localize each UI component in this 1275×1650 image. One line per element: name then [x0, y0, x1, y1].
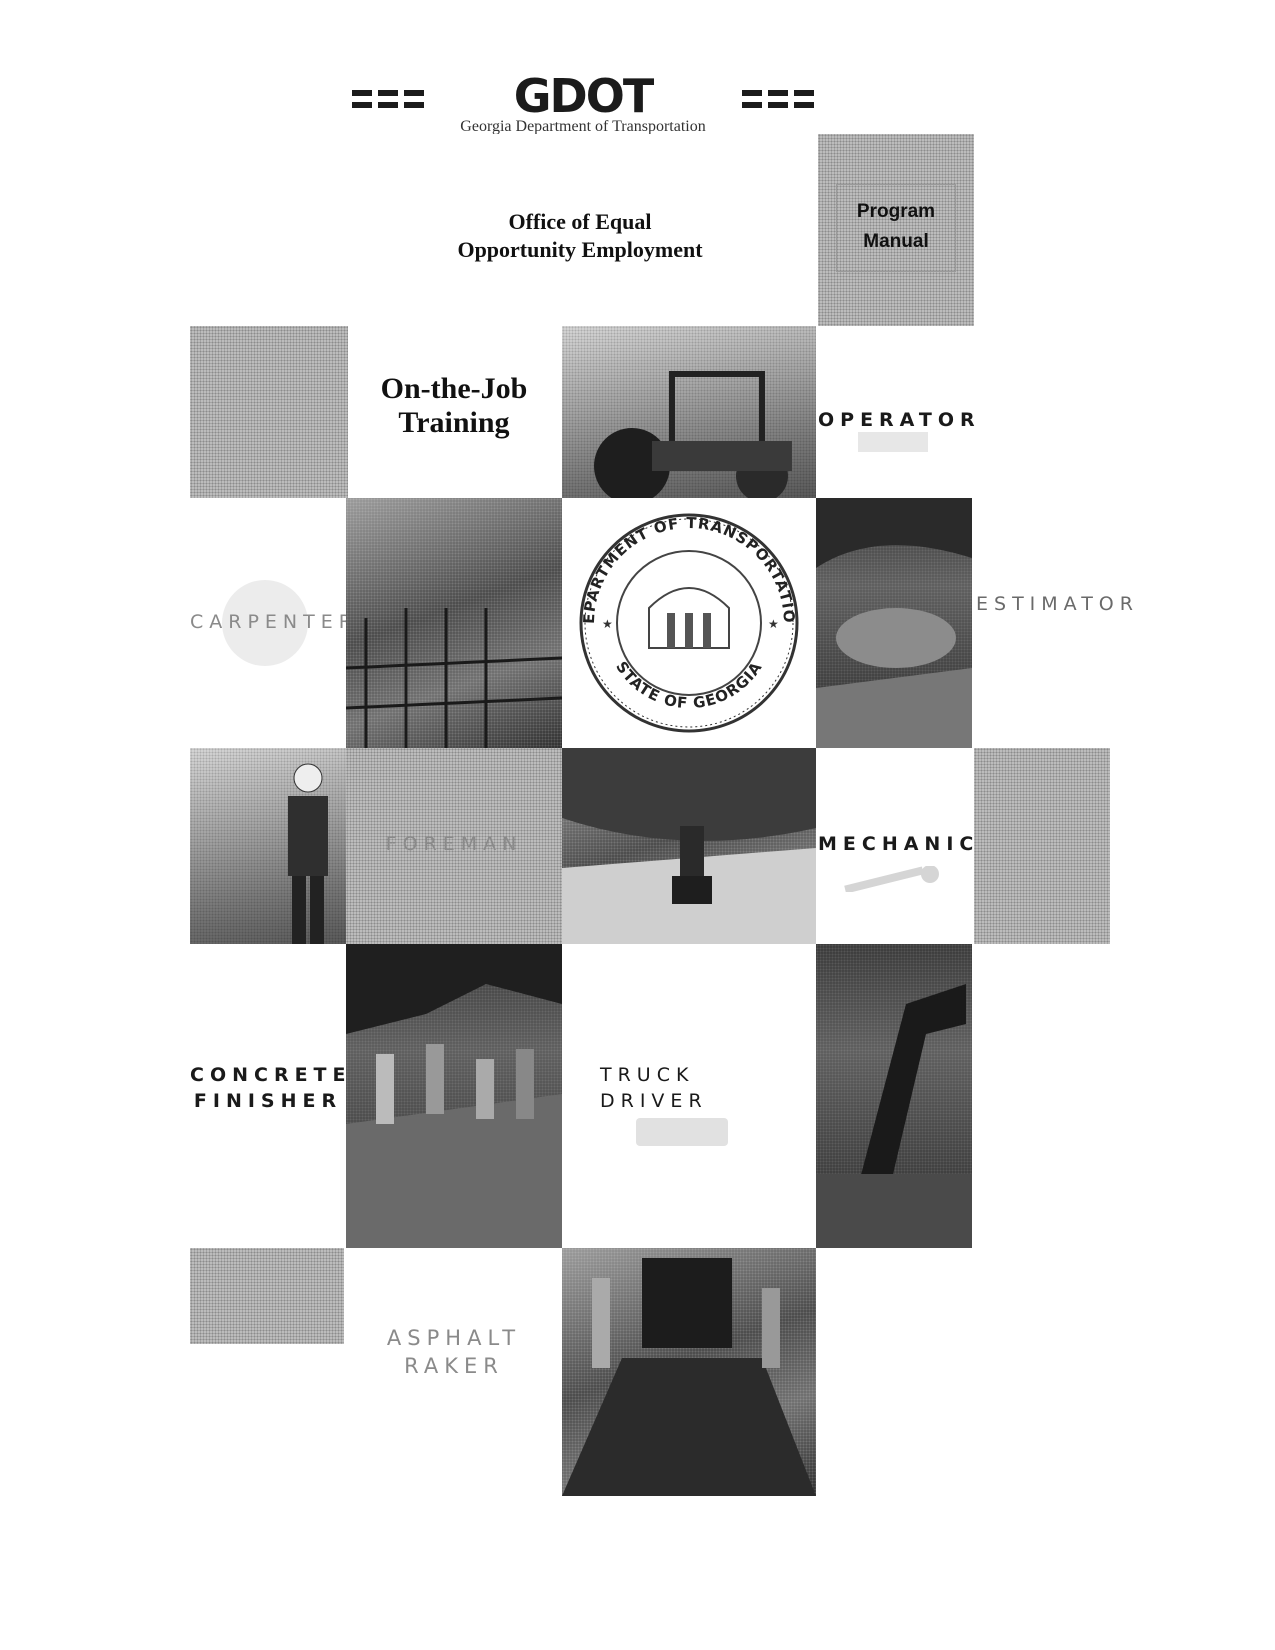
formwork-photo-graphic [346, 608, 562, 748]
concrete-line1: CONCRETE [190, 1064, 352, 1086]
wrench-icon [834, 865, 944, 894]
worker-photo [562, 748, 816, 944]
excavator-photo [816, 944, 972, 1248]
trade-asphalt-raker: ASPHALT RAKER [346, 1324, 562, 1380]
office-title-line2: Opportunity Employment [457, 237, 703, 262]
program-manual-badge: Program Manual [818, 134, 974, 326]
worker-photo-graphic [288, 763, 328, 944]
foreman-photo [190, 748, 346, 944]
gray-tile [974, 748, 1110, 944]
trade-carpenter: CARPENTER [190, 611, 358, 633]
truck-line2: DRIVER [600, 1090, 708, 1112]
gray-tile [190, 1248, 344, 1344]
asphalt-line2: RAKER [404, 1354, 504, 1378]
asphalt-photo [562, 1248, 816, 1496]
office-title: Office of Equal Opportunity Employment [430, 208, 730, 264]
trade-mechanic: MECHANIC [818, 833, 980, 855]
pavement-worker-graphic [562, 748, 816, 944]
carpenter-ghost-graphic [222, 580, 308, 666]
badge-line1: Program [856, 201, 936, 222]
svg-text:DEPARTMENT OF TRANSPORTATION: DEPARTMENT OF TRANSPORTATION [562, 498, 798, 624]
seal-graphic: DEPARTMENT OF TRANSPORTATION STATE OF GE… [555, 484, 799, 733]
trade-foreman: FOREMAN [385, 833, 523, 855]
svg-text:★: ★ [768, 617, 779, 631]
carpenter-photo [346, 498, 562, 748]
seal-bottom-text: STATE OF GEORGIA [612, 658, 765, 712]
estimator-photo [816, 498, 972, 748]
gdot-logo-graphic: GDOT Georgia Department of Transportatio… [352, 69, 814, 135]
trade-estimator: ESTIMATOR [976, 593, 1139, 615]
excavator-graphic [816, 984, 972, 1248]
seal-top-text: DEPARTMENT OF TRANSPORTATION [555, 484, 797, 624]
operator-ghost-graphic [858, 432, 928, 452]
cover-title-line2: Training [398, 406, 510, 439]
trade-operator: OPERATOR [818, 409, 981, 431]
svg-text:STATE OF GEORGIA: STATE OF GEORGIA [612, 658, 766, 712]
truck-icon [636, 1118, 728, 1146]
svg-text:★: ★ [602, 617, 613, 631]
asphalt-line1: ASPHALT [386, 1326, 522, 1350]
cover-title: On-the-Job Training [348, 372, 560, 440]
concrete-photo [346, 944, 562, 1248]
office-title-line1: Office of Equal [508, 209, 652, 234]
cover-title-line1: On-the-Job [380, 372, 528, 405]
road-photo-graphic [816, 498, 972, 748]
wrench-icon-graphic [844, 865, 939, 894]
paver-photo-graphic [562, 1258, 816, 1496]
truck-line1: TRUCK [600, 1064, 695, 1086]
crew-photo-graphic [346, 944, 562, 1248]
concrete-line2: FINISHER [193, 1090, 343, 1112]
tractor-photo-graphic [594, 371, 792, 498]
trade-concrete-finisher: CONCRETE FINISHER [190, 1062, 346, 1114]
badge-inner-frame: Program Manual [836, 184, 956, 272]
logo-wordmark: GDOT [514, 76, 655, 123]
gray-tile [190, 326, 348, 498]
badge-line2: Manual [863, 231, 929, 252]
operator-photo [562, 326, 816, 498]
trade-truck-driver: TRUCK DRIVER [600, 1062, 740, 1114]
gdot-logo: GDOT Georgia Department of Transportatio… [352, 69, 814, 135]
logo-subtitle: Georgia Department of Transportation [460, 118, 705, 134]
gdot-seal: DEPARTMENT OF TRANSPORTATION STATE OF GE… [555, 484, 816, 748]
foreman-tile [346, 748, 562, 944]
